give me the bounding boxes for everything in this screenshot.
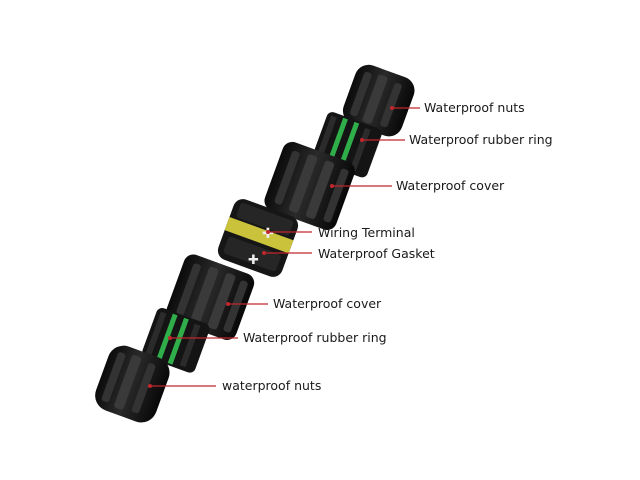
label-bottom-rubber-ring: Waterproof rubber ring xyxy=(243,330,387,345)
top-cover-part xyxy=(264,141,355,230)
plus-screw-icon: ✚ xyxy=(262,226,274,242)
bottom-nut-part xyxy=(95,345,170,423)
bottom-cover-part xyxy=(166,254,255,340)
label-wiring-terminal: Wiring Terminal xyxy=(318,225,415,240)
bottom-rubber-ring-part xyxy=(142,308,210,373)
label-top-cover: Waterproof cover xyxy=(396,178,505,193)
label-top-rubber-ring: Waterproof rubber ring xyxy=(409,132,553,147)
label-top-nuts: Waterproof nuts xyxy=(424,100,525,115)
label-waterproof-gasket: Waterproof Gasket xyxy=(318,246,435,261)
label-bottom-cover: Waterproof cover xyxy=(273,296,382,311)
wiring-terminal-part xyxy=(217,199,299,277)
label-bottom-nuts: waterproof nuts xyxy=(222,378,322,393)
plus-screw-icon: ✚ xyxy=(248,253,259,268)
top-nut-part xyxy=(342,64,415,137)
